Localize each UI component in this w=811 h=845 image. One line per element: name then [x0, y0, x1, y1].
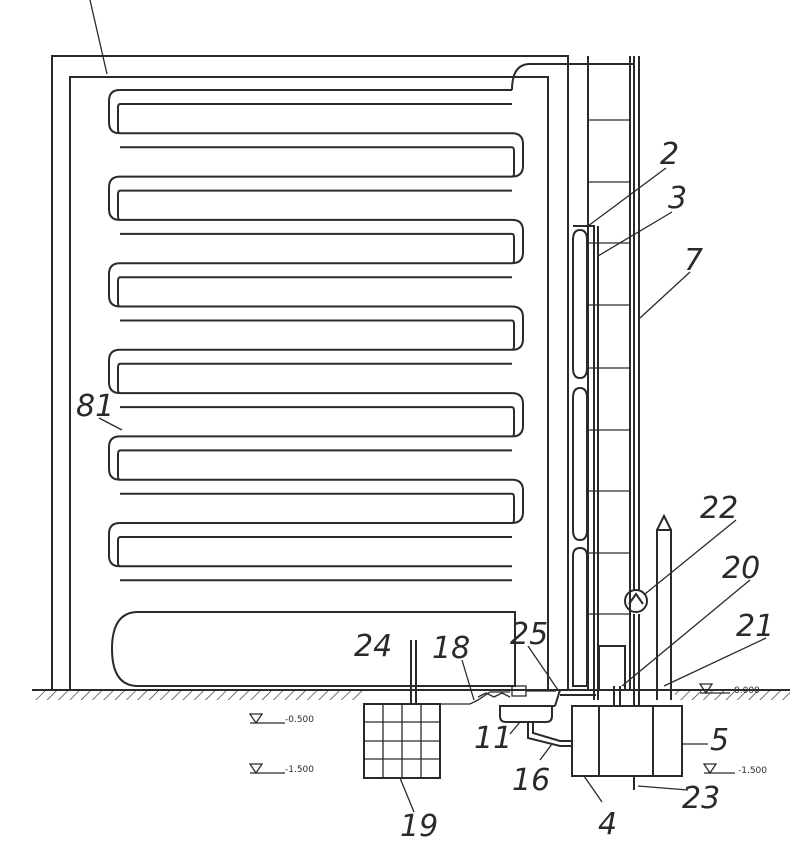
callout-7: 7	[684, 243, 703, 278]
callout-4: 4	[598, 807, 617, 842]
callout-5: 5	[710, 723, 729, 758]
callout-21: 21	[736, 609, 774, 644]
callout-23: 23	[682, 781, 720, 816]
level-text-minus-1-5-right: -1.500	[738, 766, 767, 776]
callout-20: 20	[722, 551, 760, 586]
level-text-ground: 0.000	[734, 686, 760, 696]
level-text-minus-1-5-left: -1.500	[285, 765, 314, 775]
callout-18: 18	[432, 631, 470, 666]
vertical-collectors	[573, 226, 598, 700]
callout-1: 1	[92, 0, 111, 8]
serpentine-coil	[109, 90, 523, 580]
callout-22: 22	[700, 491, 738, 526]
callout-2: 2	[660, 137, 679, 172]
valve	[625, 590, 647, 612]
building-frame	[52, 56, 568, 690]
side-tower	[568, 56, 634, 690]
callout-11: 11	[474, 721, 512, 756]
level-marker-minus-1-5-right: -1.500	[704, 764, 767, 776]
callout-24: 24	[354, 629, 392, 664]
riser-pipe	[634, 56, 639, 706]
callout-25: 25	[510, 617, 548, 652]
callout-16: 16	[512, 763, 550, 798]
callout-3: 3	[668, 181, 687, 216]
level-marker-minus-1-5-left: -1.500	[250, 764, 314, 775]
level-marker-minus-0-5: -0.500	[250, 714, 314, 725]
callout-81: 81	[76, 389, 114, 424]
callout-19: 19	[400, 809, 438, 844]
level-text-minus-0-5: -0.500	[285, 715, 314, 725]
vent-pipe	[656, 516, 672, 700]
control-box	[599, 646, 625, 690]
underground-tank	[572, 686, 682, 790]
